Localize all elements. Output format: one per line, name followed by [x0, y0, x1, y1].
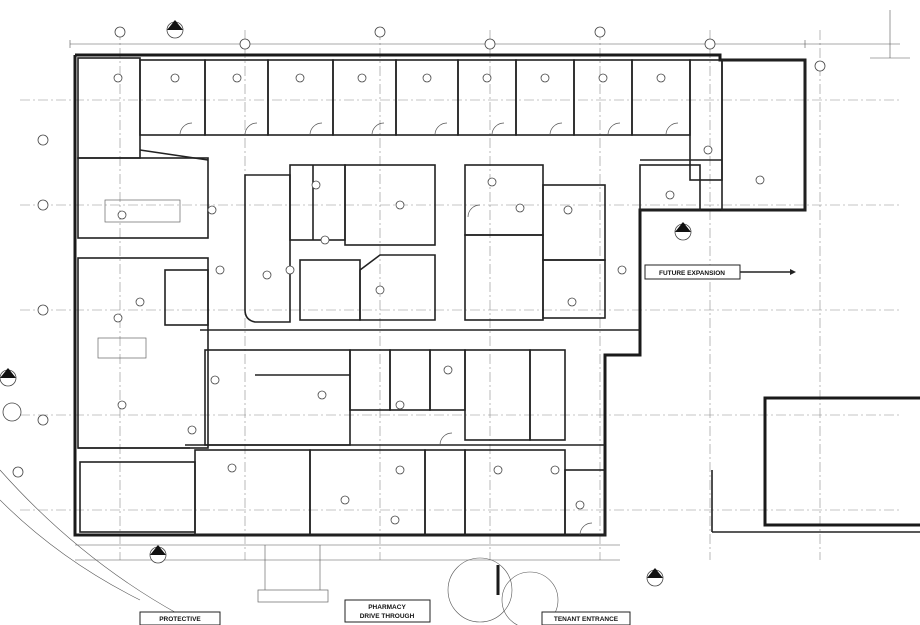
protective-label: PROTECTIVE	[159, 616, 201, 623]
annotation-bubble	[550, 465, 560, 475]
annotation-bubble	[617, 265, 627, 275]
annotation-bubbles	[12, 26, 826, 525]
annotation-bubble	[422, 73, 432, 83]
exam-rooms-top	[139, 59, 806, 211]
annotation-bubble	[262, 270, 272, 280]
annotation-bubble	[210, 375, 220, 385]
tenant-entrance-label: TENANT ENTRANCE	[554, 616, 619, 623]
annotation-bubble	[239, 38, 251, 50]
annotation-bubble	[540, 73, 550, 83]
annotation-bubble	[484, 38, 496, 50]
annotation-bubble	[113, 73, 123, 83]
annotation-bubble	[170, 73, 180, 83]
annotation-bubble	[598, 73, 608, 83]
annotation-bubble	[395, 465, 405, 475]
annotation-bubble	[443, 365, 453, 375]
annotation-bubble	[493, 465, 503, 475]
future-expansion-tag: FUTURE EXPANSION	[644, 264, 741, 280]
annotation-bubble	[117, 400, 127, 410]
annotation-bubble	[187, 425, 197, 435]
annotation-bubble	[207, 205, 217, 215]
annotation-bubble	[340, 495, 350, 505]
annotation-bubble	[575, 500, 585, 510]
annotation-bubble	[515, 203, 525, 213]
annotation-bubble	[703, 145, 713, 155]
annotation-bubble	[487, 177, 497, 187]
annotation-bubble	[320, 235, 330, 245]
annotation-bubble	[37, 199, 49, 211]
annotation-bubble	[37, 414, 49, 426]
annotation-bubble	[755, 175, 765, 185]
drive-through-label: DRIVE THROUGH	[360, 613, 415, 620]
annotation-bubble	[285, 265, 295, 275]
annotation-bubble	[390, 515, 400, 525]
annotation-bubble	[227, 463, 237, 473]
annotation-bubble	[295, 73, 305, 83]
annotation-bubble	[656, 73, 666, 83]
annotation-bubble	[12, 466, 24, 478]
annotation-bubble	[37, 304, 49, 316]
annotation-bubble	[563, 205, 573, 215]
annotation-bubble	[114, 26, 126, 38]
lower-middle-rooms	[185, 349, 605, 446]
annotation-bubble	[232, 73, 242, 83]
annotation-bubble	[317, 390, 327, 400]
annotation-bubble	[482, 73, 492, 83]
exterior-walls	[73, 53, 807, 537]
protective-tag: PROTECTIVE	[139, 611, 221, 625]
annotation-bubble	[375, 285, 385, 295]
annotation-bubble	[594, 26, 606, 38]
tenant-entrance-tag: TENANT ENTRANCE	[541, 611, 631, 625]
annotation-bubble	[357, 73, 367, 83]
annotation-bubble	[665, 190, 675, 200]
annotation-bubble	[311, 180, 321, 190]
annotation-bubble	[37, 134, 49, 146]
future-expansion-arrow	[740, 269, 796, 275]
upper-left-rooms	[77, 57, 209, 239]
annotation-bubble	[567, 297, 577, 307]
annotation-bubble	[395, 400, 405, 410]
annotation-bubble	[215, 265, 225, 275]
pharmacy-label: PHARMACY	[368, 604, 406, 611]
section-markers	[0, 20, 692, 587]
central-rooms	[200, 164, 640, 331]
annotation-bubble	[374, 26, 386, 38]
column-grid	[20, 30, 900, 560]
door-swings	[179, 122, 679, 536]
pharmacy-drive-through-tag: PHARMACY DRIVE THROUGH	[344, 599, 431, 623]
annotation-bubble	[814, 60, 826, 72]
future-expansion-label: FUTURE EXPANSION	[659, 270, 725, 277]
annotation-bubble	[135, 297, 145, 307]
left-wing	[77, 257, 209, 533]
annotation-bubble	[704, 38, 716, 50]
existing-building	[711, 396, 920, 533]
annotation-bubble	[117, 210, 127, 220]
annotation-bubble	[113, 313, 123, 323]
annotation-bubble	[395, 200, 405, 210]
site-features	[0, 469, 620, 625]
bottom-rooms	[194, 449, 606, 536]
